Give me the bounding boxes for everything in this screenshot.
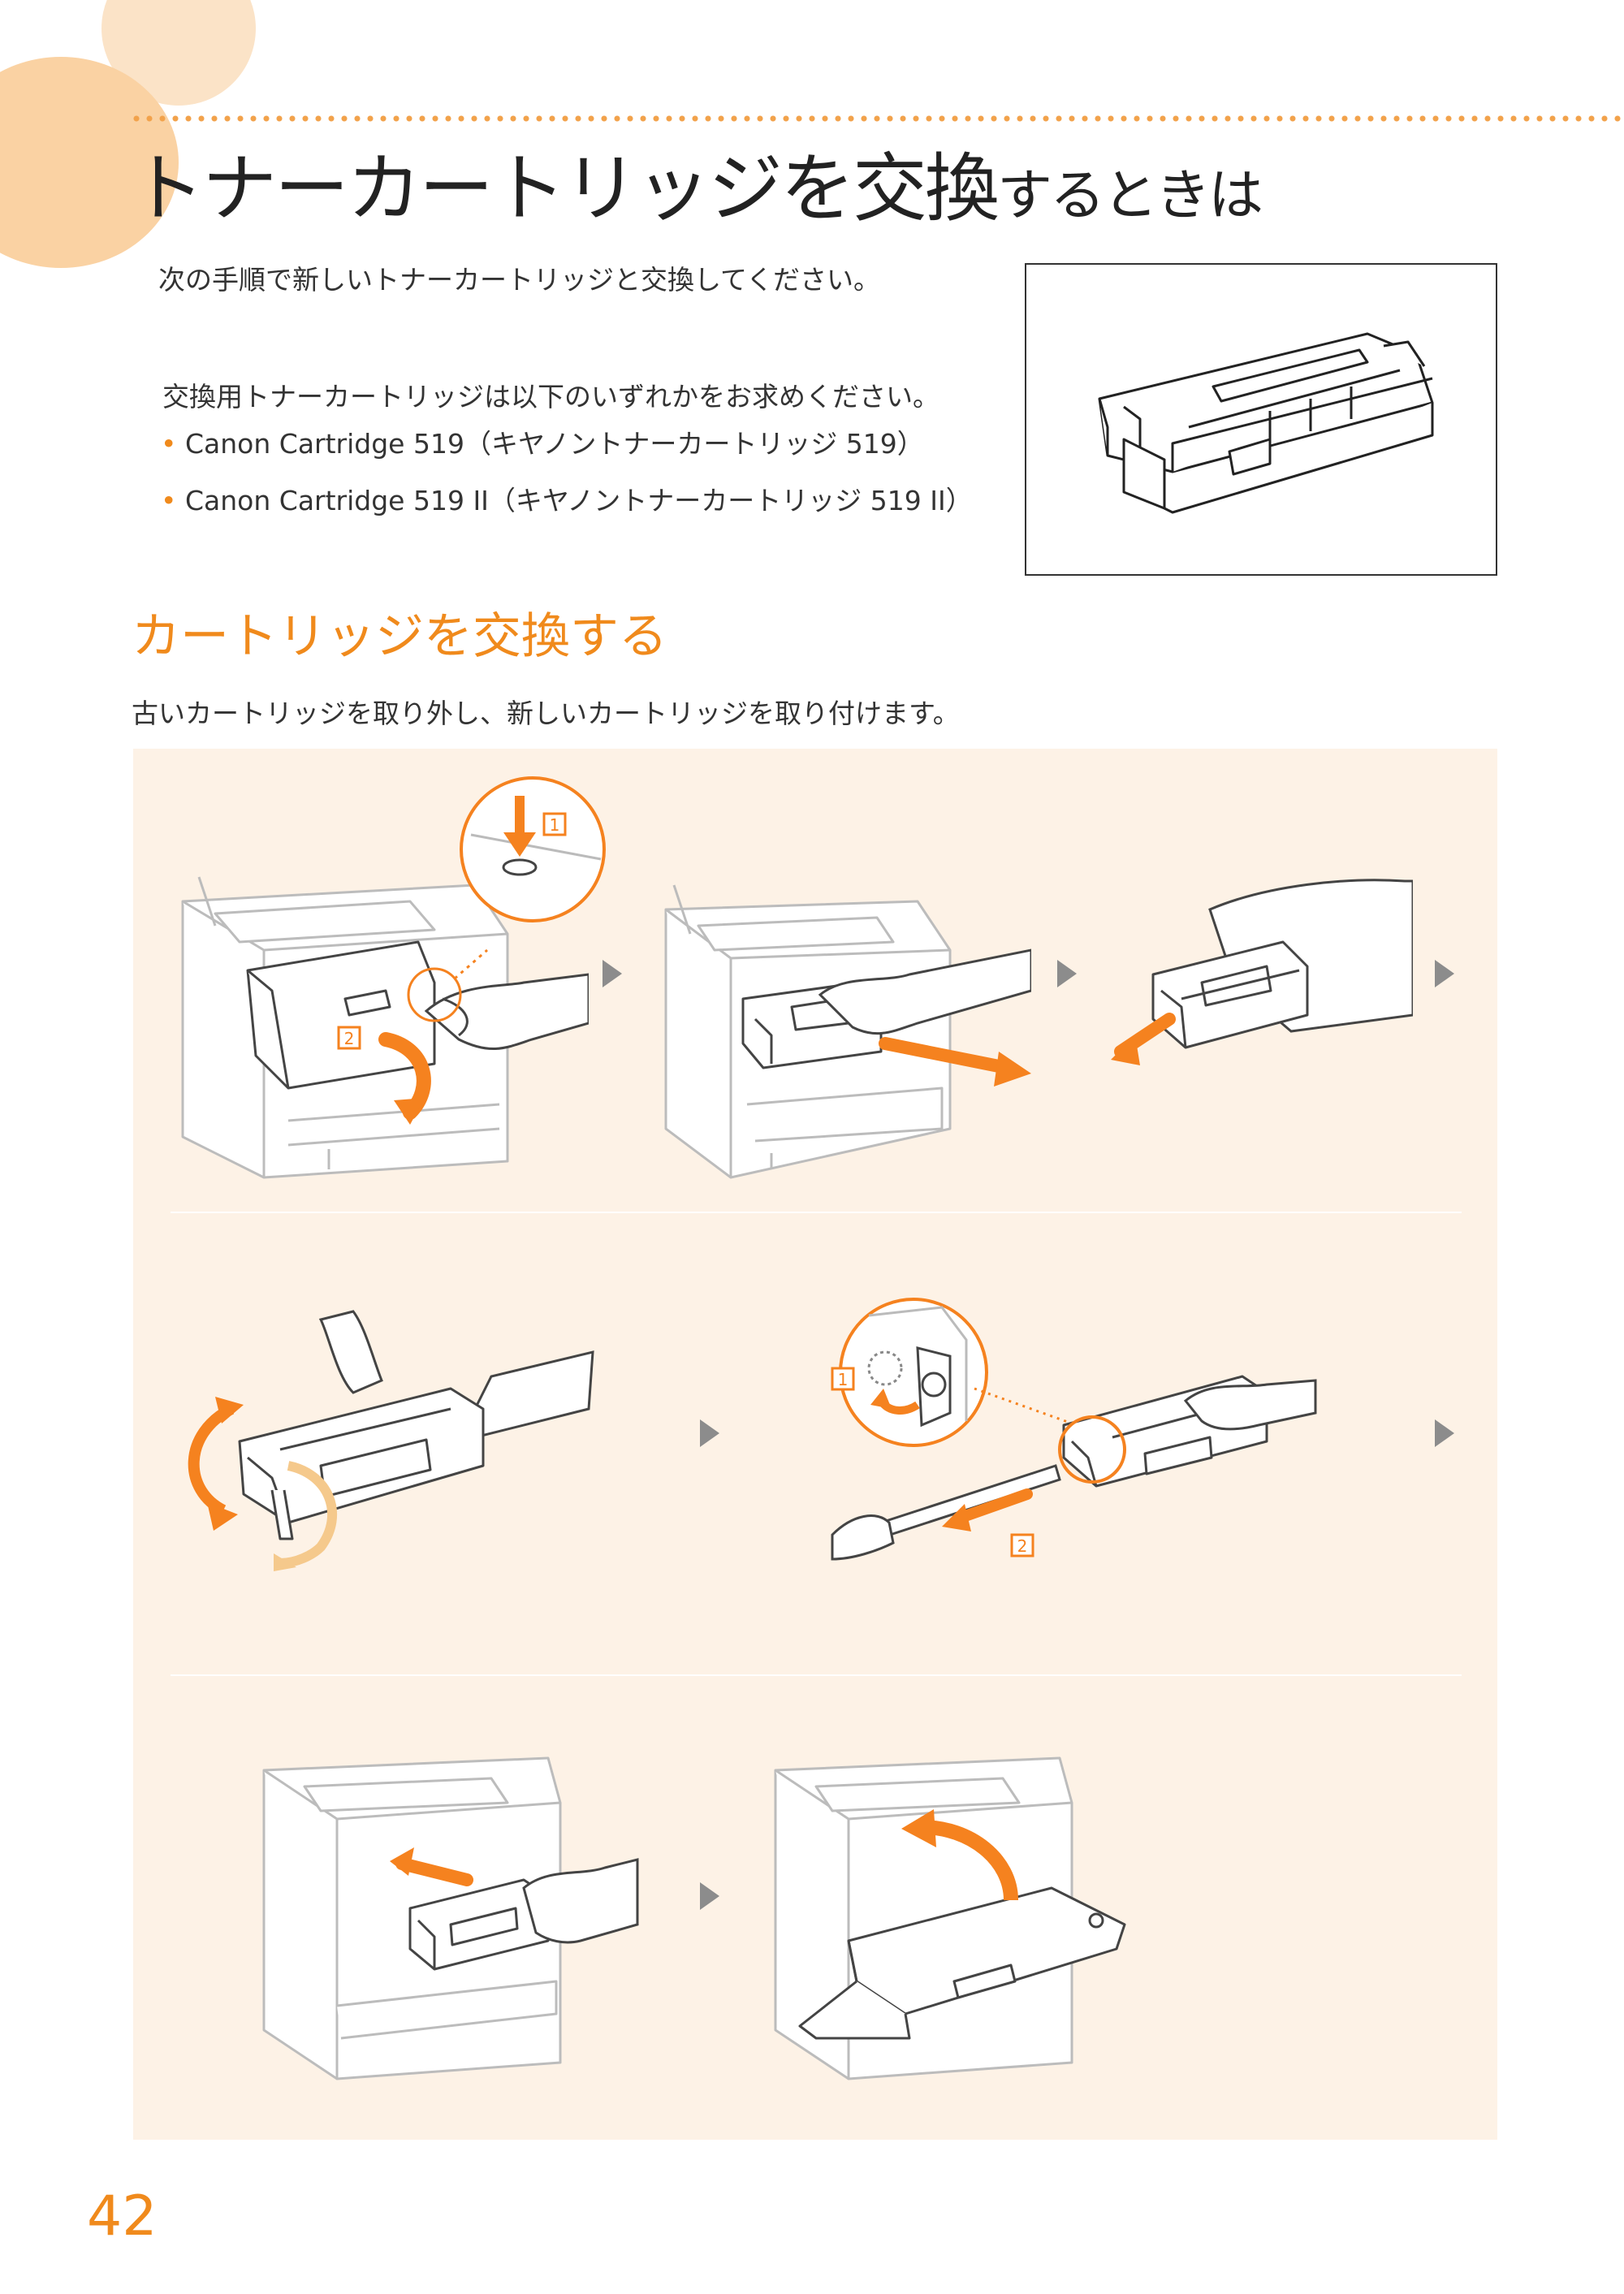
svg-text:1: 1 bbox=[838, 1370, 849, 1389]
next-step-arrow-icon bbox=[700, 1882, 719, 1910]
section-description: 古いカートリッジを取り外し、新しいカートリッジを取り付けます。 bbox=[132, 698, 960, 729]
next-step-arrow-icon bbox=[1435, 960, 1454, 987]
step-shake-cartridge-illustration bbox=[188, 1310, 594, 1571]
row-divider bbox=[171, 1674, 1462, 1676]
next-step-arrow-icon bbox=[1057, 960, 1077, 987]
zoom-press-button-illustration: 1 bbox=[460, 776, 606, 922]
requirement-text: 交換用トナーカートリッジは以下のいずれかをお求めください。 bbox=[162, 381, 939, 413]
svg-text:1: 1 bbox=[550, 815, 560, 835]
section-heading: カートリッジを交換する bbox=[132, 608, 667, 665]
callout-1 bbox=[542, 812, 567, 836]
callout-1 bbox=[831, 1367, 855, 1391]
step-close-cover-illustration bbox=[774, 1756, 1126, 2080]
toner-cartridge-illustration bbox=[1098, 332, 1434, 514]
cartridge-list: •Canon Cartridge 519（キヤノントナーカートリッジ 519） … bbox=[161, 422, 973, 536]
step-pull-cartridge-illustration bbox=[664, 884, 1031, 1179]
row-divider bbox=[171, 1212, 1462, 1213]
next-step-arrow-icon bbox=[603, 960, 622, 987]
dotted-divider bbox=[130, 115, 1624, 122]
callout-2 bbox=[1010, 1533, 1034, 1557]
list-item: •Canon Cartridge 519（キヤノントナーカートリッジ 519） bbox=[161, 428, 924, 460]
next-step-arrow-icon bbox=[700, 1419, 719, 1447]
callout-2 bbox=[337, 1026, 361, 1050]
page-title: トナーカートリッジを交換するときは bbox=[130, 145, 1263, 232]
step-insert-cartridge-illustration bbox=[262, 1756, 639, 2080]
step-open-cover-illustration: 2 bbox=[181, 876, 589, 1179]
svg-text:2: 2 bbox=[1017, 1536, 1028, 1556]
svg-text:2: 2 bbox=[344, 1029, 355, 1048]
list-item: •Canon Cartridge 519 II（キヤノントナーカートリッジ 51… bbox=[161, 485, 973, 516]
page-number: 42 bbox=[87, 2184, 158, 2249]
intro-text: 次の手順で新しいトナーカートリッジと交換してください。 bbox=[158, 264, 881, 296]
step-remove-seal-tape-illustration: 1 2 bbox=[831, 1298, 1317, 1561]
step-remove-cartridge-illustration bbox=[1111, 879, 1413, 1065]
cartridge-image bbox=[1025, 263, 1497, 576]
next-step-arrow-icon bbox=[1435, 1419, 1454, 1447]
